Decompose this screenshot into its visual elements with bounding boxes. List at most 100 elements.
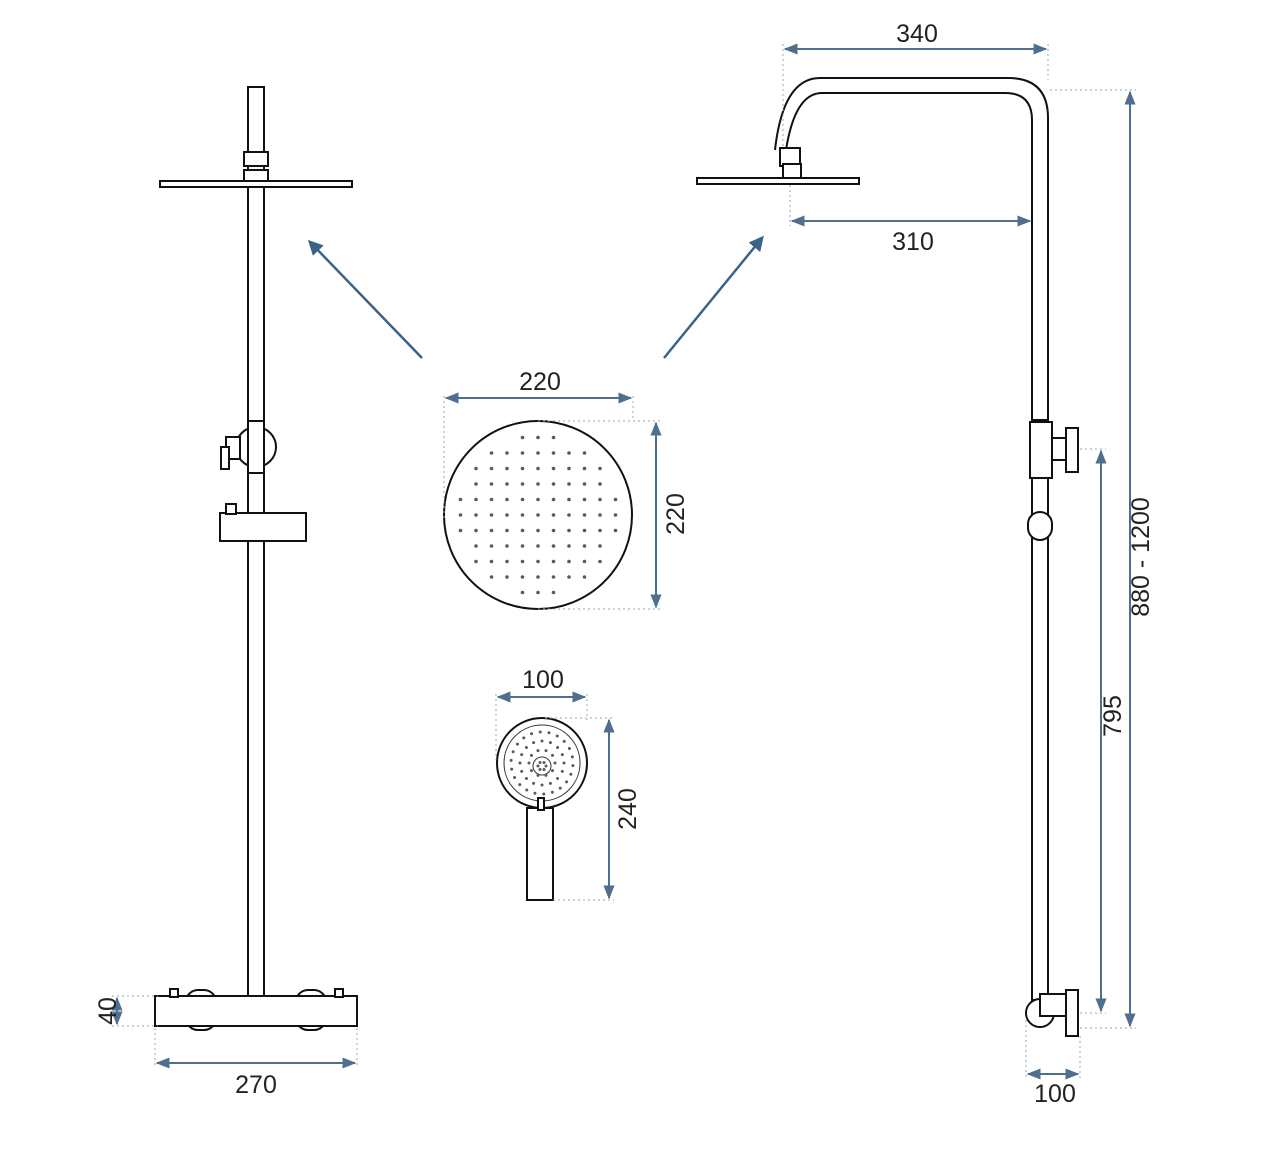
hand-nozzle-dot xyxy=(560,769,564,773)
hand-nozzle-dot xyxy=(556,777,560,781)
nozzle-dot xyxy=(458,513,463,517)
top-arm-inner xyxy=(774,77,1049,422)
riser-pipe-side xyxy=(1031,419,1049,1001)
hand-nozzle-dot xyxy=(520,753,524,757)
hand-nozzle-dot xyxy=(540,783,544,787)
hand-nozzle-dot xyxy=(515,742,519,746)
top-arm-length-label: 340 xyxy=(896,20,938,48)
arrow-to-front-head xyxy=(307,239,423,359)
nozzle-dot xyxy=(567,544,571,548)
hand-nozzle-dot xyxy=(533,791,537,795)
hand-nozzle-dot xyxy=(571,764,575,768)
hand-nozzle-dot xyxy=(511,750,515,754)
nozzle-dot xyxy=(520,466,525,471)
side-view: 340 310 880 - 1200 795 100 xyxy=(696,20,1155,1108)
nozzle-dot xyxy=(505,482,509,486)
nozzle-dot xyxy=(474,513,478,517)
hand-nozzle-dot xyxy=(565,780,569,784)
nozzle-dot xyxy=(520,575,525,579)
nozzle-dot xyxy=(536,466,540,471)
nozzle-dot xyxy=(536,544,540,548)
hand-shower-handle xyxy=(526,807,554,901)
slider-holder xyxy=(219,512,307,542)
arrow-to-side-head xyxy=(663,235,764,359)
hand-nozzle-dot xyxy=(536,749,540,753)
nozzle-dot xyxy=(536,590,540,595)
nozzle-dot xyxy=(505,528,509,533)
diverter-lever-tip xyxy=(220,446,230,470)
nozzle-dot xyxy=(520,544,525,548)
nozzle-dot xyxy=(551,451,556,455)
nozzle-dot xyxy=(536,528,540,533)
overhead-head-detail: 220 220 xyxy=(443,368,690,610)
nozzle-dot xyxy=(551,528,556,533)
nozzle-dot xyxy=(551,497,556,502)
wand-connector xyxy=(243,151,269,167)
nozzle-dot xyxy=(567,528,571,533)
nozzle-dot xyxy=(458,528,463,533)
hand-height-label: 240 xyxy=(614,788,642,830)
nozzle-dot xyxy=(598,559,602,564)
hand-nozzle-dot xyxy=(551,769,555,773)
front-view: 40 270 xyxy=(94,86,358,1099)
hand-shower-wand-front xyxy=(247,86,265,153)
hand-nozzle-dot xyxy=(544,773,548,777)
hand-nozzle-dot xyxy=(562,761,566,765)
nozzle-dot xyxy=(489,466,494,471)
nozzle-dot xyxy=(489,497,494,502)
hand-shower-neck xyxy=(537,797,545,811)
hand-nozzle-dot xyxy=(558,786,562,790)
hand-nozzle-dot xyxy=(520,769,524,773)
hand-nozzle-dot xyxy=(538,730,542,734)
nozzle-dot xyxy=(551,559,556,564)
overhead-head-nozzles xyxy=(458,435,618,595)
hand-nozzle-dot xyxy=(527,761,531,765)
nozzle-dot xyxy=(613,528,618,533)
nozzle-dot xyxy=(520,590,525,595)
nozzle-dot xyxy=(567,575,571,579)
overall-height-label: 880 - 1200 xyxy=(1127,497,1155,617)
nozzle-dot xyxy=(489,575,494,579)
nozzle-dot xyxy=(474,482,478,486)
hand-nozzle-dot xyxy=(510,767,514,771)
hand-nozzle-dot xyxy=(542,767,546,771)
hand-nozzle-dot xyxy=(524,777,528,781)
nozzle-dot xyxy=(567,451,571,455)
hand-nozzle-dot xyxy=(542,761,546,765)
hand-nozzle-dot xyxy=(570,755,574,759)
hand-nozzle-dot xyxy=(532,741,536,745)
nozzle-dot xyxy=(505,466,509,471)
head-joint-front xyxy=(243,169,269,182)
nozzle-dot xyxy=(458,497,463,502)
hand-nozzle-dot xyxy=(513,775,517,779)
hand-nozzle-dot xyxy=(544,764,548,768)
nozzle-dot xyxy=(520,482,525,486)
hand-nozzle-dot xyxy=(548,741,552,745)
hand-nozzle-dot xyxy=(553,761,557,765)
nozzle-dot xyxy=(582,451,587,455)
hand-nozzle-dot xyxy=(530,732,534,736)
nozzle-dot xyxy=(582,497,587,502)
nozzle-dot xyxy=(598,466,602,471)
hand-nozzle-dot xyxy=(556,745,560,749)
nozzle-dot xyxy=(551,482,556,486)
nozzle-dot xyxy=(582,544,587,548)
hand-nozzle-dot xyxy=(547,731,551,735)
nozzle-dot xyxy=(489,513,494,517)
head-ball-side xyxy=(782,163,802,179)
hand-nozzle-dot xyxy=(551,753,555,757)
thermostatic-mixer-icon xyxy=(154,995,358,1027)
nozzle-dot xyxy=(536,451,540,455)
nozzle-dot xyxy=(582,482,587,486)
nozzle-dot xyxy=(582,528,587,533)
hand-nozzle-dot xyxy=(522,736,526,740)
nozzle-dot xyxy=(536,435,540,440)
hand-nozzle-dot xyxy=(562,739,566,743)
hand-nozzle-dot xyxy=(529,769,533,773)
hand-nozzle-dot xyxy=(540,739,544,743)
nozzle-dot xyxy=(489,482,494,486)
nozzle-dot xyxy=(551,435,556,440)
mixer-height-label: 40 xyxy=(94,997,122,1025)
nozzle-dot xyxy=(505,544,509,548)
mixer-width-label: 270 xyxy=(235,1071,277,1099)
